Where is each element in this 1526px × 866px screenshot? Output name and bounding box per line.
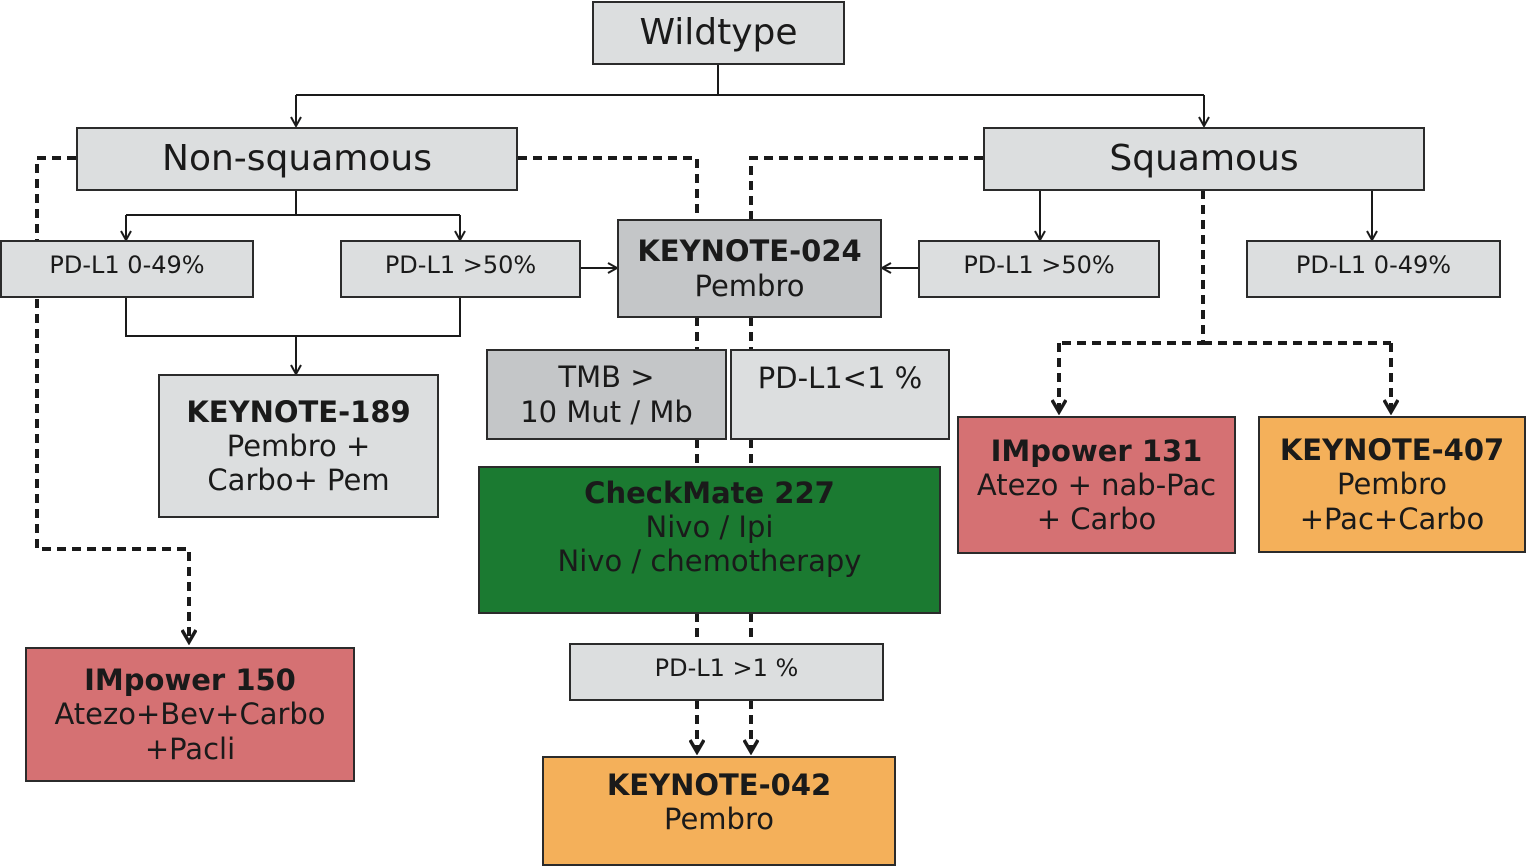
node-ns-pdl1-high-label: PD-L1 >50%	[384, 250, 537, 279]
node-ns-pdl1-high: PD-L1 >50%	[340, 240, 581, 298]
node-impower-150-title: IMpower 150	[84, 663, 296, 698]
node-pdl1-lt1: PD-L1<1 %	[730, 349, 950, 440]
node-pdl1-lt1-label: PD-L1<1 %	[757, 361, 923, 395]
node-keynote-407: KEYNOTE-407 Pembro +Pac+Carbo	[1258, 416, 1526, 553]
node-tmb: TMB > 10 Mut / Mb	[486, 349, 727, 440]
node-keynote-189-line-1: Pembro +	[226, 428, 371, 463]
node-impower-131-line-1: Atezo + nab-Pac	[976, 467, 1217, 502]
node-sq-pdl1-low: PD-L1 0-49%	[1246, 240, 1501, 298]
node-pdl1-gt1-label: PD-L1 >1 %	[654, 653, 799, 682]
node-keynote-042: KEYNOTE-042 Pembro	[542, 756, 896, 866]
node-checkmate-227-title: CheckMate 227	[584, 476, 835, 510]
node-keynote-024-title: KEYNOTE-024	[637, 234, 862, 269]
node-checkmate-227-line-2: Nivo / chemotherapy	[557, 544, 862, 579]
node-squamous: Squamous	[983, 127, 1425, 191]
node-keynote-042-line-1: Pembro	[664, 802, 774, 837]
node-keynote-189-line-2: Carbo+ Pem	[207, 463, 390, 498]
edge-dash-sq-center	[749, 156, 983, 220]
node-impower-150-line-2: +Pacli	[144, 731, 236, 766]
node-impower-131-title: IMpower 131	[990, 433, 1203, 468]
node-impower-150: IMpower 150 Atezo+Bev+Carbo +Pacli	[25, 647, 355, 782]
node-sq-pdl1-high-label: PD-L1 >50%	[963, 250, 1115, 279]
node-checkmate-227: CheckMate 227 Nivo / Ipi Nivo / chemothe…	[478, 466, 941, 614]
node-tmb-line-2: 10 Mut / Mb	[520, 394, 693, 429]
node-impower-150-line-1: Atezo+Bev+Carbo	[54, 697, 326, 732]
node-checkmate-227-line-1: Nivo / Ipi	[645, 510, 774, 545]
node-impower-131: IMpower 131 Atezo + nab-Pac + Carbo	[957, 416, 1236, 554]
node-ns-pdl1-low-label: PD-L1 0-49%	[49, 250, 205, 279]
edge-wildtype-split	[296, 64, 1204, 96]
node-keynote-407-line-2: +Pac+Carbo	[1299, 501, 1485, 536]
node-keynote-042-title: KEYNOTE-042	[606, 768, 832, 802]
node-keynote-407-title: KEYNOTE-407	[1279, 433, 1505, 468]
node-pdl1-gt1: PD-L1 >1 %	[569, 643, 884, 701]
node-keynote-189-title: KEYNOTE-189	[186, 394, 411, 429]
edge-ns-split	[126, 190, 460, 216]
node-ns-pdl1-low: PD-L1 0-49%	[0, 240, 254, 298]
node-keynote-024: KEYNOTE-024 Pembro	[617, 219, 882, 318]
node-keynote-189: KEYNOTE-189 Pembro + Carbo+ Pem	[158, 374, 439, 518]
node-sq-pdl1-high: PD-L1 >50%	[918, 240, 1160, 298]
edge-merge-189	[125, 297, 461, 337]
node-non-squamous: Non-squamous	[76, 127, 518, 191]
node-wildtype-label: Wildtype	[639, 11, 798, 53]
node-sq-pdl1-low-label: PD-L1 0-49%	[1295, 250, 1452, 279]
node-wildtype: Wildtype	[592, 1, 845, 65]
node-tmb-line-1: TMB >	[558, 360, 655, 395]
node-squamous-label: Squamous	[1109, 137, 1299, 179]
edge-dash-ns-center	[518, 156, 699, 220]
node-keynote-024-line-1: Pembro	[694, 268, 805, 303]
node-keynote-407-line-1: Pembro	[1337, 467, 1447, 502]
node-non-squamous-label: Non-squamous	[162, 137, 432, 179]
node-impower-131-line-2: + Carbo	[1036, 502, 1157, 537]
